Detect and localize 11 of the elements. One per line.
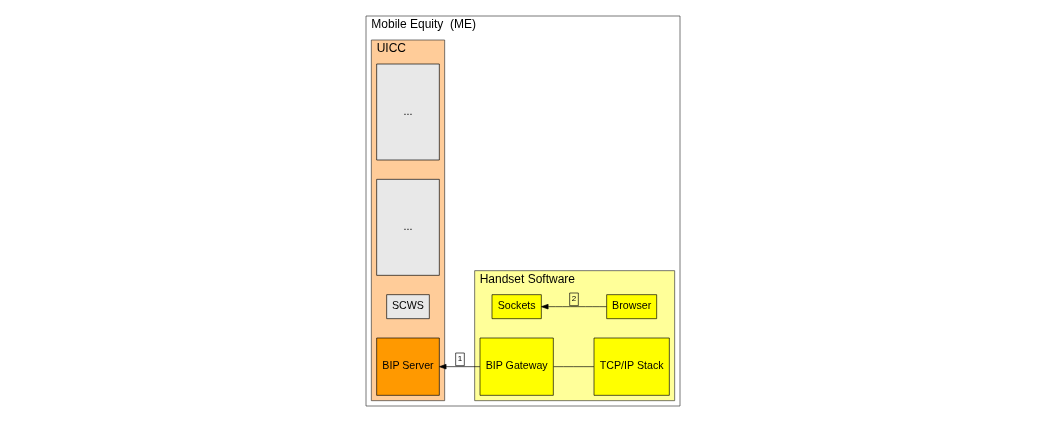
node-box: TCP/IP Stack xyxy=(593,337,670,396)
node-box: Browser xyxy=(606,294,657,319)
node-box: Sockets xyxy=(491,294,542,319)
arrow xyxy=(541,304,607,310)
node-box: BIP Gateway xyxy=(479,337,554,396)
node-box: ... xyxy=(376,179,440,276)
arrow xyxy=(439,364,481,370)
node-box: BIP Server xyxy=(376,337,440,396)
node-box: ... xyxy=(376,63,440,161)
node-box: SCWS xyxy=(386,294,430,319)
connector xyxy=(553,366,595,367)
